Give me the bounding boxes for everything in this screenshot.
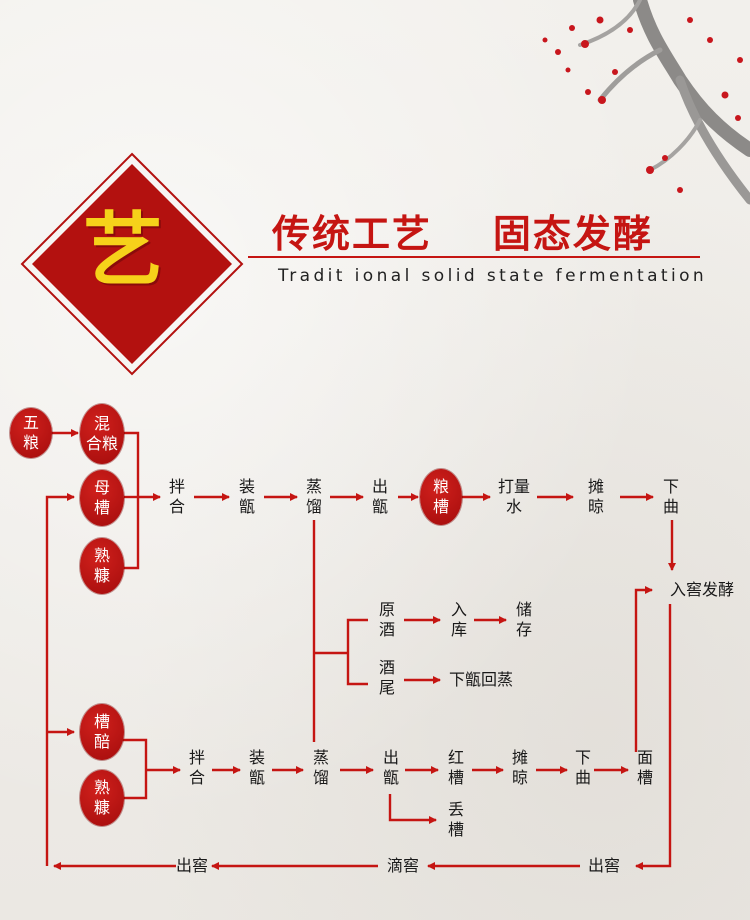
edge-branch-yuanjiu <box>346 618 368 686</box>
node-xiaqu-1: 下 曲 <box>662 477 679 516</box>
node-shukang-1: 熟 糠 <box>80 538 124 594</box>
page-subtitle: Tradit ional solid state fermentation <box>278 266 708 286</box>
node-wuliang: 五 粮 <box>10 408 52 458</box>
node-zhengliu-2: 蒸 馏 <box>312 748 329 787</box>
node-ruku: 入 库 <box>450 600 467 639</box>
node-rujiao: 入窖发酵 <box>669 580 734 599</box>
node-liangcao: 粮 槽 <box>420 469 462 525</box>
red-diamond-badge-icon <box>20 152 244 376</box>
node-banhe-1: 拌 合 <box>168 477 185 516</box>
node-xiaqu-2: 下 曲 <box>574 748 591 787</box>
node-zhengliu-1: 蒸 馏 <box>305 477 322 516</box>
edge-bracket-top <box>120 431 140 570</box>
node-hongcao: 红 槽 <box>447 748 464 787</box>
node-banhe-2: 拌 合 <box>188 748 205 787</box>
node-chujiao-2: 出窖 <box>175 856 208 875</box>
node-tanliang-1: 摊 晾 <box>587 477 604 516</box>
node-miancao: 面 槽 <box>636 748 653 787</box>
plum-blossom-branch-icon <box>542 0 750 205</box>
edge-miancao-rujiao <box>634 586 653 752</box>
page-title: 传统工艺 固态发酵 <box>272 212 653 256</box>
node-dijiao: 滴窖 <box>386 856 419 875</box>
node-chuzeng-1: 出 甑 <box>371 477 388 516</box>
badge-char: 艺 <box>83 204 163 297</box>
edge-chuzeng-diucao <box>388 794 437 824</box>
edge-rujiao-chujiao <box>635 604 672 870</box>
node-jiuwei: 酒 尾 <box>378 658 395 697</box>
node-diucao: 丢 槽 <box>447 800 464 839</box>
node-zhuangzeng-2: 装 甑 <box>248 748 265 787</box>
node-daliangshui: 打量 水 <box>497 477 530 516</box>
node-yuanjiu: 原 酒 <box>378 600 395 639</box>
node-hunheliang: 混 合粮 <box>80 404 124 464</box>
node-chucun: 储 存 <box>515 600 532 639</box>
node-caocu: 槽 醅 <box>80 704 124 760</box>
node-mucao: 母 槽 <box>80 470 124 526</box>
edge-bracket-bottom <box>120 738 148 800</box>
node-chujiao-1: 出窖 <box>587 856 620 875</box>
node-xiazenghuizheng: 下甑回蒸 <box>448 670 513 689</box>
node-zhuangzeng-1: 装 甑 <box>238 477 255 516</box>
title-divider <box>248 256 700 258</box>
node-tanliang-2: 摊 晾 <box>511 748 528 787</box>
edge-left-return <box>45 493 75 866</box>
node-chuzeng-2: 出 甑 <box>382 748 399 787</box>
node-shukang-2: 熟 糠 <box>80 770 124 826</box>
